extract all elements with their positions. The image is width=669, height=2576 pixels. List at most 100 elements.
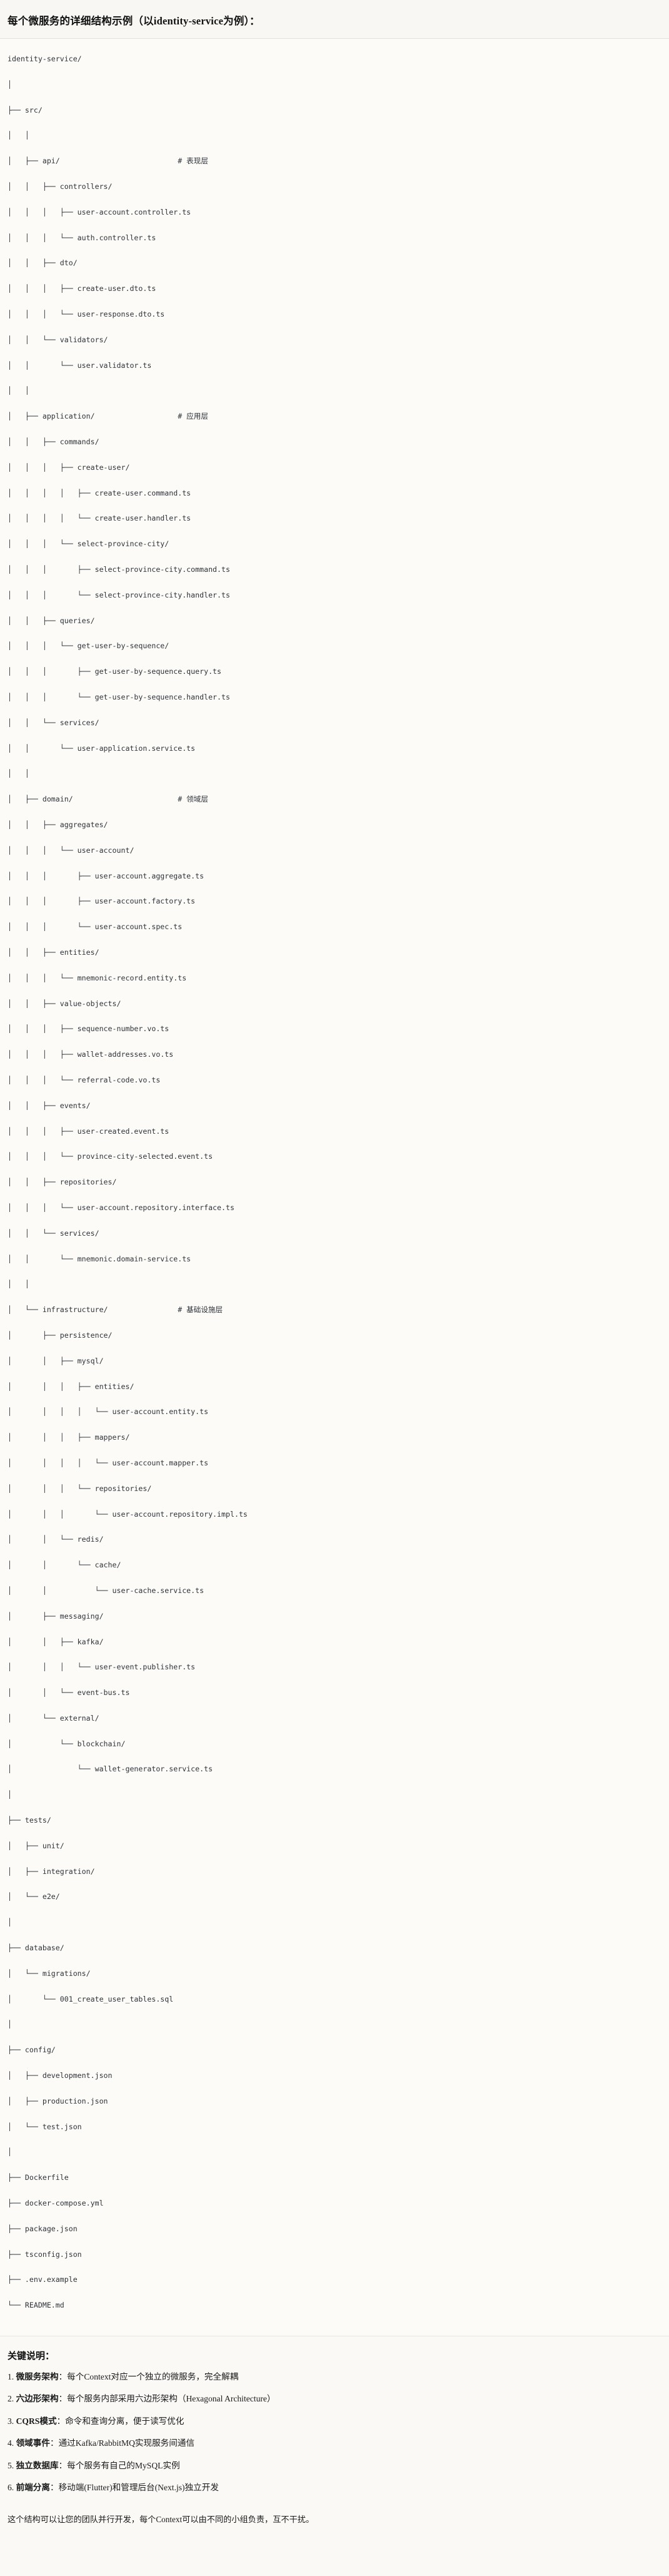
tree-line: │ │ │ └── user-event.publisher.ts	[8, 1662, 196, 1672]
tree-line: └── README.md	[8, 2301, 64, 2310]
tree-line: │ ├── application/ # 应用层	[8, 412, 208, 421]
key-note-body: 通过Kafka/RabbitMQ实现服务间通信	[58, 2438, 195, 2448]
tree-line: │ ├── api/ # 表现层	[8, 156, 208, 166]
tree-line: │ │ │ └── auth.controller.ts	[8, 233, 156, 242]
tree-line: │ │ ├── events/	[8, 1101, 91, 1110]
tree-line: │ ├── persistence/	[8, 1330, 113, 1340]
tree-line: │ │ │ ├── sequence-number.vo.ts	[8, 1024, 169, 1034]
key-note-term: 独立数据库	[16, 2460, 59, 2470]
tree-line: │ │ └── user.validator.ts	[8, 360, 152, 370]
tree-line: │ └── infrastructure/ # 基础设施层	[8, 1305, 223, 1315]
tree-line: │ │ ├── mysql/	[8, 1356, 104, 1365]
key-note-term: 微服务架构	[16, 2372, 59, 2382]
key-note-body: 命令和查询分离，便于读写优化	[65, 2416, 184, 2426]
tree-line: │ │ │ └── province-city-selected.event.t…	[8, 1152, 213, 1161]
key-note-body: 每个Context对应一个独立的微服务，完全解耦	[67, 2372, 239, 2382]
tree-line: │ │ │ └── user-response.dto.ts	[8, 310, 165, 319]
key-note-separator: ：	[58, 2394, 68, 2404]
tree-line: │	[8, 2020, 12, 2029]
key-notes-title: 关键说明：	[8, 2351, 55, 2362]
tree-line: │	[8, 1918, 12, 1927]
tree-line: ├── package.json	[8, 2224, 78, 2233]
tree-line: │ │ │ ├── select-province-city.command.t…	[8, 565, 230, 574]
tree-line: │ │ └── cache/	[8, 1560, 121, 1570]
tree-line: │ │ │ │ └── user-account.entity.ts	[8, 1407, 209, 1417]
tree-line: │ │ │ ├── mappers/	[8, 1433, 130, 1442]
closing-paragraph: 这个结构可以让您的团队并行开发，每个Context可以由不同的小组负责，互不干扰…	[8, 2515, 314, 2525]
tree-line: ├── src/	[8, 105, 43, 115]
key-note-term: CQRS模式	[16, 2416, 57, 2426]
tree-line: │ │ │ ├── create-user.dto.ts	[8, 284, 156, 293]
tree-line: │ │ │ ├── user-created.event.ts	[8, 1126, 169, 1136]
key-note-number: 6.	[8, 2482, 16, 2492]
key-note-item: 4. 领域事件：通过Kafka/RabbitMQ实现服务间通信	[8, 2437, 661, 2450]
tree-line: │ │	[8, 769, 29, 778]
tree-line: │ ├── domain/ # 领域层	[8, 795, 208, 804]
tree-line: ├── docker-compose.yml	[8, 2199, 104, 2208]
tree-line: ├── tests/	[8, 1816, 51, 1825]
key-note-term: 六边形架构	[16, 2394, 59, 2404]
tree-line: │ │ │ └── select-province-city/	[8, 539, 169, 549]
tree-line: │ │ └── event-bus.ts	[8, 1688, 130, 1698]
tree-line: │ │ ├── value-objects/	[8, 999, 121, 1008]
tree-line: │ │ ├── kafka/	[8, 1637, 104, 1646]
key-note-separator: ：	[58, 2460, 68, 2470]
tree-line: │ │ ├── commands/	[8, 437, 99, 447]
tree-line: │ │ ├── controllers/	[8, 182, 113, 191]
key-note-separator: ：	[49, 2438, 59, 2448]
tree-line: │ │ └── services/	[8, 718, 99, 727]
tree-line: │ │ │ └── user-account/	[8, 845, 134, 855]
tree-line: │ └── blockchain/	[8, 1739, 126, 1748]
tree-line: │ │ ├── queries/	[8, 616, 95, 625]
tree-line: │ ├── production.json	[8, 2096, 108, 2105]
tree-line: │ │ │ ├── get-user-by-sequence.query.ts	[8, 667, 222, 676]
tree-line: │ │ │ └── referral-code.vo.ts	[8, 1075, 161, 1084]
tree-line: │ └── test.json	[8, 2122, 82, 2131]
tree-line: │ │ └── validators/	[8, 335, 108, 344]
tree-line: │ │ │ └── user-account.repository.impl.t…	[8, 1509, 248, 1519]
tree-line: │ │ ├── dto/	[8, 258, 78, 268]
key-note-body: 每个服务有自己的MySQL实例	[67, 2460, 180, 2470]
key-note-number: 4.	[8, 2438, 16, 2448]
key-note-item: 2. 六边形架构：每个服务内部采用六边形架构（Hexagonal Archite…	[8, 2393, 661, 2405]
key-note-body: 移动端(Flutter)和管理后台(Next.js)独立开发	[58, 2482, 219, 2492]
tree-line: ├── tsconfig.json	[8, 2249, 82, 2259]
tree-line: │ └── 001_create_user_tables.sql	[8, 1994, 174, 2003]
tree-line: identity-service/	[8, 54, 82, 64]
tree-line: │ │ │ └── repositories/	[8, 1484, 152, 1493]
tree-line: │ │ │ │ └── create-user.handler.ts	[8, 514, 191, 523]
tree-line: │ └── external/	[8, 1713, 99, 1723]
key-note-body: 每个服务内部采用六边形架构（Hexagonal Architecture）	[67, 2394, 276, 2404]
tree-line: ├── Dockerfile	[8, 2173, 69, 2182]
tree-line: │ │ │ ├── create-user/	[8, 462, 130, 472]
tree-line: │ │ │ ├── user-account.aggregate.ts	[8, 871, 204, 880]
tree-line: │ │ │ ├── user-account.controller.ts	[8, 207, 191, 216]
tree-line: │	[8, 2147, 12, 2157]
key-note-number: 2.	[8, 2394, 16, 2404]
tree-line: │ │ │ └── select-province-city.handler.t…	[8, 590, 230, 599]
tree-line: │ └── migrations/	[8, 1968, 91, 1978]
directory-tree-block: identity-service/ │ ├── src/ │ │ │ ├── a…	[0, 39, 669, 2337]
key-note-item: 6. 前端分离：移动端(Flutter)和管理后台(Next.js)独立开发	[8, 2482, 661, 2494]
tree-line: │ ├── development.json	[8, 2071, 113, 2080]
directory-tree-lines: identity-service/ │ ├── src/ │ │ │ ├── a…	[8, 53, 661, 2312]
key-note-item: 5. 独立数据库：每个服务有自己的MySQL实例	[8, 2460, 661, 2472]
tree-line: │	[8, 79, 12, 89]
key-note-separator: ：	[58, 2372, 68, 2382]
tree-line: │ │ │ ├── user-account.factory.ts	[8, 897, 196, 906]
tree-line: ├── config/	[8, 2045, 56, 2055]
tree-line: │ │ │ └── user-account.repository.interf…	[8, 1203, 234, 1212]
tree-line: │ │ ├── repositories/	[8, 1178, 117, 1187]
key-note-term: 领域事件	[16, 2438, 50, 2448]
tree-line: │ │ └── services/	[8, 1228, 99, 1238]
tree-line: │ │ │ └── user-account.spec.ts	[8, 922, 183, 932]
tree-line: │ │ │ │ ├── create-user.command.ts	[8, 488, 191, 497]
tree-line: │ │ │ └── mnemonic-record.entity.ts	[8, 973, 187, 982]
key-note-number: 1.	[8, 2372, 16, 2382]
tree-line: │ │ ├── aggregates/	[8, 820, 108, 829]
tree-line: │ │ └── user-application.service.ts	[8, 743, 196, 753]
key-note-number: 3.	[8, 2416, 16, 2426]
